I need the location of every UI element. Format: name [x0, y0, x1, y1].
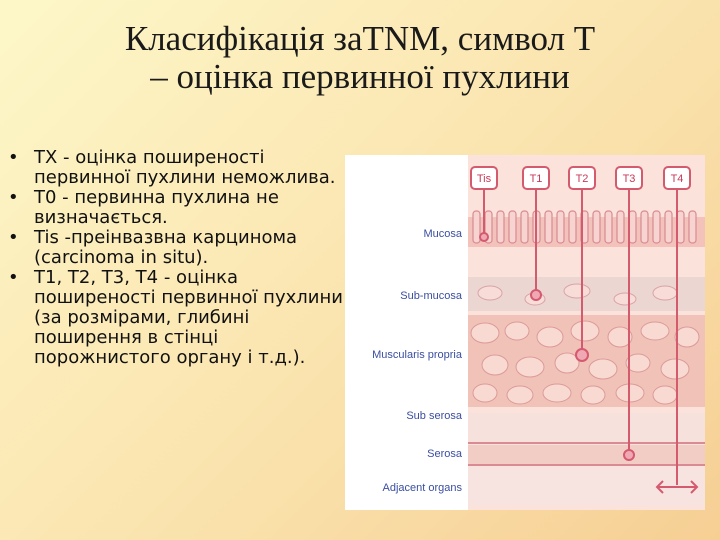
stage-label-t1: T1 — [530, 173, 543, 185]
bullet-text: Tis -преінвазвна карцинома (carcinoma in… — [34, 227, 298, 268]
layer-label-serosa: Serosa — [427, 448, 463, 460]
layer-label-muscularis: Muscularis propria — [372, 349, 463, 361]
bullet-marker: • — [8, 147, 19, 168]
slide-title: Класифікація заTNM, символ T – оцінка пе… — [0, 20, 720, 96]
layer-label-submucosa: Sub-mucosa — [400, 290, 463, 302]
mucosa-villi — [472, 210, 697, 244]
title-line-2: – оцінка первинної пухлини — [150, 57, 570, 96]
bullet-text: T1, T2, T3, T4 - оцінка поширеності перв… — [34, 267, 343, 368]
bullet-marker: • — [8, 227, 19, 248]
stage-label-t3: T3 — [623, 173, 636, 185]
bullet-item-tx: • TX - оцінка поширеності первинної пухли… — [8, 148, 358, 188]
bullet-item-t0: • T0 - первинна пухлина не визначається. — [8, 188, 358, 228]
stage-label-t2: T2 — [576, 173, 589, 185]
t4-arrow — [655, 480, 699, 494]
tnm-staging-figure: Tis T1 T2 T3 T4 Mucosa Sub-mucosa Muscul… — [345, 155, 705, 510]
bullet-item-t1-t4: • T1, T2, T3, T4 - оцінка поширеності пер… — [8, 268, 358, 368]
title-line-1: Класифікація заTNM, символ T — [124, 19, 596, 58]
serosa-band — [468, 445, 705, 465]
bullet-list: • TX - оцінка поширеності первинної пухли… — [8, 148, 358, 368]
stage-boxes — [470, 166, 691, 190]
bullet-text: TX - оцінка поширеності первинної пухлин… — [34, 147, 336, 188]
depth-indicators — [479, 189, 678, 485]
staging-diagram: Tis T1 T2 T3 T4 Mucosa Sub-mucosa Muscul… — [372, 155, 705, 510]
layer-label-mucosa: Mucosa — [423, 228, 462, 240]
bullet-item-tis: • Tis -преінвазвна карцинома (carcinoma i… — [8, 228, 358, 268]
bullet-text: T0 - первинна пухлина не визначається. — [34, 187, 279, 228]
stage-label-tis: Tis — [477, 173, 492, 185]
layer-label-adjacent-organs: Adjacent organs — [383, 482, 463, 494]
stage-label-t4: T4 — [671, 173, 684, 185]
bullet-marker: • — [8, 267, 19, 288]
layer-label-subserosa: Sub serosa — [406, 410, 463, 422]
subserosa-band — [468, 413, 705, 443]
submucosa-cells — [477, 283, 678, 306]
bullet-marker: • — [8, 187, 19, 208]
